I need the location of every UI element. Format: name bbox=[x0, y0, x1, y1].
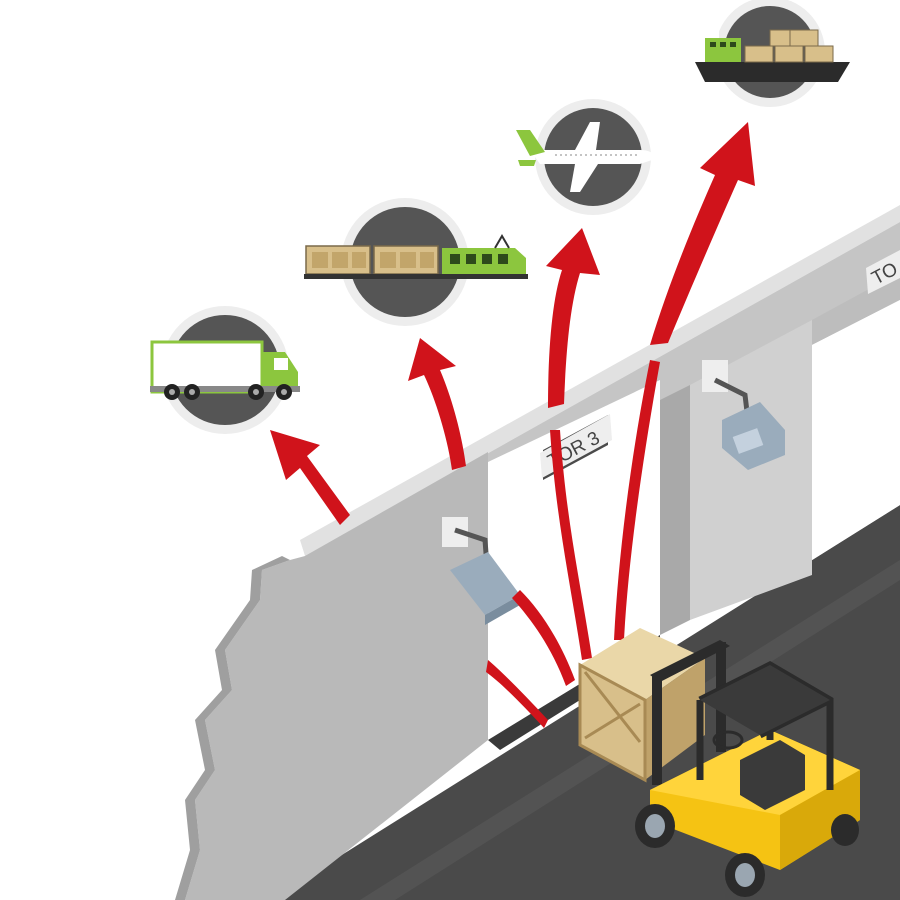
arrow-to-truck bbox=[270, 430, 350, 525]
truck-destination bbox=[150, 306, 300, 434]
arrow-to-plane bbox=[546, 228, 600, 408]
ship-destination bbox=[695, 0, 850, 107]
truck-icon bbox=[150, 340, 300, 400]
ray-3 bbox=[550, 430, 592, 660]
rfid-reader-left bbox=[442, 517, 520, 625]
ray-4 bbox=[614, 360, 660, 640]
airplane-icon bbox=[516, 122, 654, 192]
arrow-to-ship bbox=[650, 122, 755, 345]
shipment-arrows bbox=[270, 122, 755, 728]
airplane-destination bbox=[516, 99, 654, 215]
rfid-reader-right bbox=[702, 360, 785, 470]
ray-1 bbox=[486, 660, 548, 728]
train-destination bbox=[304, 198, 528, 326]
forklift bbox=[635, 640, 860, 897]
arrow-to-train bbox=[408, 338, 466, 470]
cargo-ship-icon bbox=[695, 20, 850, 82]
train-icon bbox=[304, 234, 528, 279]
cargo-crate bbox=[578, 628, 705, 783]
ray-2 bbox=[512, 590, 575, 686]
